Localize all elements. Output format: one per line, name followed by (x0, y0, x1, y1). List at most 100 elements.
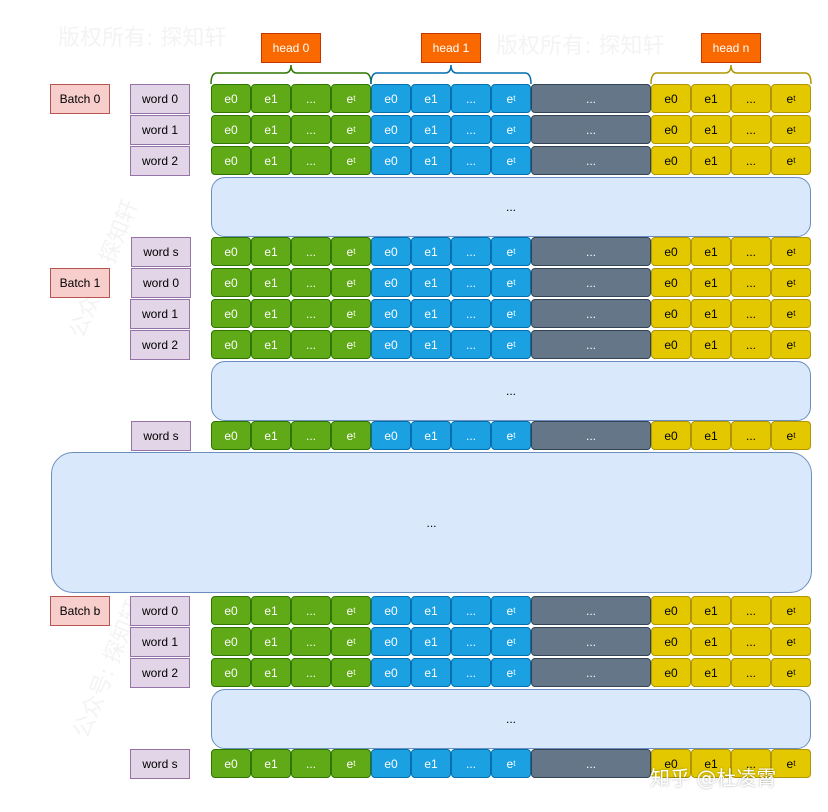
cell-subscript: t (793, 668, 796, 677)
cell-subscript: t (513, 606, 516, 615)
cell-subscript: t (793, 340, 796, 349)
cell-label: e0 (384, 428, 398, 443)
cell-label: ... (585, 153, 596, 168)
embedding-cell-head-0: e1 (251, 146, 291, 175)
head-brace-2 (650, 64, 812, 85)
cell-label: ... (585, 603, 596, 618)
cell-label: e0 (664, 153, 678, 168)
cell-label: e0 (224, 337, 238, 352)
cell-label: e0 (224, 665, 238, 680)
cell-label: ... (305, 275, 316, 290)
cell-label: e (346, 275, 354, 290)
cell-label: e (786, 153, 794, 168)
cell-label: e1 (704, 603, 718, 618)
cell-label: ... (465, 91, 476, 106)
embedding-gap-cell: ... (531, 421, 651, 450)
batch-label-0: Batch 0 (50, 84, 110, 114)
embedding-cell-head-n: e1 (691, 115, 731, 144)
embedding-cell-head-1: e0 (371, 627, 411, 656)
cell-label: e1 (704, 337, 718, 352)
embedding-cell-head-n: e1 (691, 658, 731, 687)
embedding-cell-head-n: e1 (691, 330, 731, 359)
embedding-cell-head-0: e1 (251, 237, 291, 266)
cell-label: e1 (424, 153, 438, 168)
embedding-cell-head-1: e0 (371, 84, 411, 113)
cell-subscript: t (513, 431, 516, 440)
embedding-gap-cell: ... (531, 627, 651, 656)
embedding-cell-head-1: e0 (371, 330, 411, 359)
cell-label: e (506, 428, 514, 443)
cell-label: ... (465, 603, 476, 618)
cell-label: e1 (704, 244, 718, 259)
embedding-cell-head-n: e1 (691, 627, 731, 656)
watermark-text: 知乎 @杜凌霄 (650, 766, 777, 790)
cell-label: ... (305, 153, 316, 168)
cell-label: ... (305, 337, 316, 352)
cell-label: ... (585, 91, 596, 106)
cell-label: e0 (664, 337, 678, 352)
cell-label: e (786, 756, 794, 771)
cell-subscript: t (513, 637, 516, 646)
cell-label: e (346, 91, 354, 106)
embedding-cell-head-n: e1 (691, 299, 731, 328)
embedding-cell-head-0: e1 (251, 299, 291, 328)
cell-label: e (506, 337, 514, 352)
cell-label: e0 (664, 428, 678, 443)
cell-label: e (346, 122, 354, 137)
embedding-cell-head-0: ... (291, 749, 331, 778)
cell-label: e1 (424, 122, 438, 137)
cell-label: e0 (224, 275, 238, 290)
embedding-cell-head-0: e0 (211, 658, 251, 687)
cell-label: ... (585, 306, 596, 321)
cell-subscript: t (513, 668, 516, 677)
word-label: word s (131, 421, 191, 451)
cell-label: e0 (224, 153, 238, 168)
cell-label: ... (585, 634, 596, 649)
cell-subscript: t (353, 759, 356, 768)
cell-label: e (506, 91, 514, 106)
cell-subscript: t (793, 125, 796, 134)
cell-label: ... (745, 428, 756, 443)
cell-label: e0 (384, 306, 398, 321)
cell-label: e0 (384, 756, 398, 771)
cell-label: e0 (384, 122, 398, 137)
embedding-cell-head-0: e1 (251, 115, 291, 144)
embedding-cell-head-1: e0 (371, 146, 411, 175)
embedding-cell-head-n: ... (731, 330, 771, 359)
embedding-cell-head-1: e0 (371, 596, 411, 625)
embedding-gap-cell: ... (531, 299, 651, 328)
cell-label: ... (465, 665, 476, 680)
embedding-cell-head-0: ... (291, 115, 331, 144)
embedding-cell-head-n: e0 (651, 268, 691, 297)
cell-subscript: t (513, 309, 516, 318)
cell-label: e (506, 306, 514, 321)
embedding-cell-head-n: e1 (691, 237, 731, 266)
cell-label: e (346, 756, 354, 771)
embedding-cell-head-1: e0 (371, 658, 411, 687)
embedding-cell-head-0: e0 (211, 268, 251, 297)
cell-label: e (506, 634, 514, 649)
embedding-cell-head-n: e1 (691, 749, 731, 778)
embedding-cell-head-1: e1 (411, 596, 451, 625)
cell-subscript: t (793, 759, 796, 768)
cell-label: e1 (424, 634, 438, 649)
cell-label: ... (305, 244, 316, 259)
cell-label: e0 (384, 275, 398, 290)
cell-label: e0 (224, 756, 238, 771)
embedding-cell-head-n: e0 (651, 146, 691, 175)
cell-label: e1 (264, 275, 278, 290)
embedding-cell-head-0: ... (291, 84, 331, 113)
cell-label: e1 (704, 428, 718, 443)
cell-label: e1 (264, 756, 278, 771)
embedding-cell-head-n: e0 (651, 237, 691, 266)
cell-label: ... (305, 603, 316, 618)
